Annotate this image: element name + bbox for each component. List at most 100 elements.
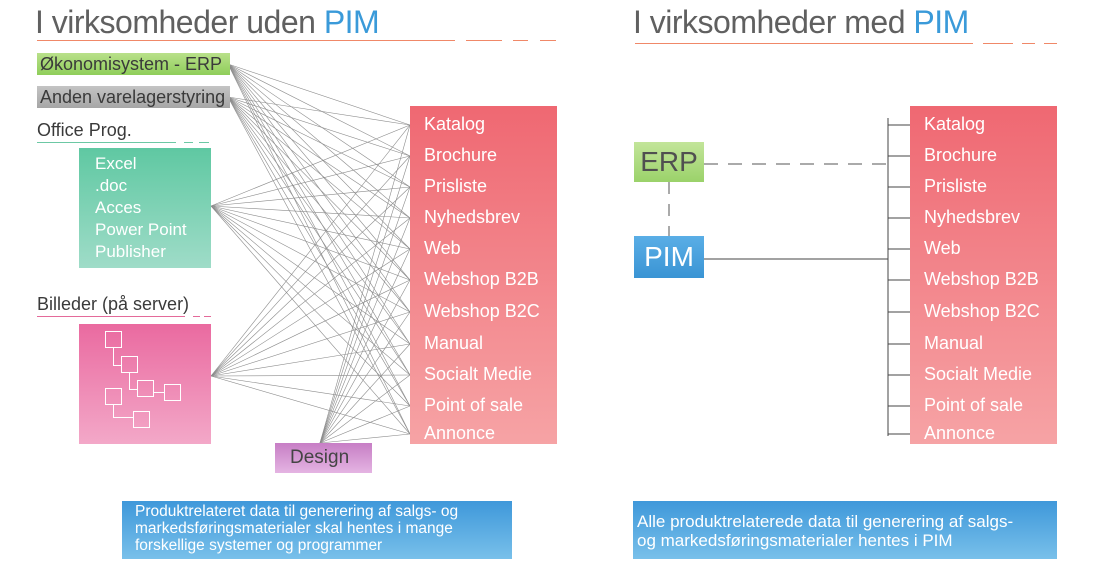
office-programs-box: Excel .doc Acces Power Point Publisher <box>79 148 211 268</box>
output-item: Webshop B2C <box>424 301 540 321</box>
connector-line <box>227 63 411 219</box>
office-item: Publisher <box>95 242 166 261</box>
connector-line <box>319 374 411 444</box>
connector-line <box>227 96 411 188</box>
connector-line <box>210 124 411 377</box>
connector-line <box>319 279 411 444</box>
connector-line <box>210 155 411 207</box>
right-title-dash <box>1044 43 1057 44</box>
right-title-dash <box>1022 43 1035 44</box>
connector-line <box>227 96 411 376</box>
design-box: Design <box>275 443 372 473</box>
connector-line <box>227 63 411 313</box>
output-item: Web <box>924 238 961 258</box>
office-label: Office Prog. <box>37 120 132 140</box>
pim-box: PIM <box>634 236 704 278</box>
connector-line <box>319 155 411 444</box>
right-title-underline <box>635 43 973 44</box>
office-underline-dash <box>184 142 193 143</box>
connector-line <box>210 124 411 207</box>
output-item: Brochure <box>424 145 498 165</box>
output-item: Web <box>424 238 461 258</box>
connector-line <box>227 63 411 435</box>
office-underline-dash <box>199 142 209 143</box>
connector-line <box>319 248 411 444</box>
right-note: Alle produktrelaterede data til genereri… <box>633 501 1057 559</box>
images-box <box>79 324 211 444</box>
output-item: Nyhedsbrev <box>424 207 521 227</box>
connector-line <box>210 205 411 345</box>
connector-line <box>227 63 411 345</box>
right-title-dash <box>983 43 1013 44</box>
left-title-accent: PIM <box>323 4 380 40</box>
office-item: Acces <box>95 198 142 217</box>
connector-line <box>210 248 411 377</box>
connector-line <box>227 96 411 219</box>
right-title-accent: PIM <box>913 4 969 40</box>
output-item: Prisliste <box>424 176 488 196</box>
connector-line <box>210 205 411 250</box>
left-note: Produktrelateret data til generering af … <box>122 501 512 559</box>
connector-line <box>210 205 411 281</box>
images-underline-dash <box>193 316 200 317</box>
office-item: Excel <box>95 154 137 173</box>
output-item: Socialt Medie <box>424 364 533 384</box>
output-item: Webshop B2B <box>924 269 1039 289</box>
connector-line <box>227 63 411 188</box>
connector-line <box>319 124 411 444</box>
left-title-dash <box>466 40 502 41</box>
images-label: Billeder (på server) <box>37 294 190 314</box>
left-title-underline <box>37 40 455 41</box>
right-note-line: Alle produktrelaterede data til genereri… <box>637 512 1014 531</box>
output-item: Annonce <box>924 423 996 443</box>
connector-line <box>319 343 411 444</box>
connector-line <box>210 186 411 207</box>
connector-line <box>210 205 411 407</box>
left-title-dash <box>540 40 556 41</box>
output-item: Manual <box>424 333 484 353</box>
connector-line <box>210 375 411 407</box>
connector-line <box>210 311 411 377</box>
output-item: Webshop B2C <box>924 301 1040 321</box>
connector-line <box>227 96 411 126</box>
connector-line <box>227 96 411 407</box>
output-item: Point of sale <box>924 395 1024 415</box>
connector-line <box>319 217 411 444</box>
connector-line <box>227 63 411 126</box>
images-underline <box>37 316 185 317</box>
output-item: Prisliste <box>924 176 988 196</box>
right-title: I virksomheder med PIM <box>633 4 969 40</box>
output-item: Nyhedsbrev <box>924 207 1021 227</box>
erp-box: ERP <box>634 142 704 182</box>
output-item: Katalog <box>424 114 486 134</box>
connector-line <box>210 279 411 377</box>
office-item: Power Point <box>95 220 187 239</box>
connector-line <box>210 343 411 377</box>
connector-line <box>210 205 411 435</box>
output-item: Brochure <box>924 145 998 165</box>
connector-line <box>210 186 411 377</box>
connector-line <box>227 96 411 281</box>
connector-line <box>227 96 411 313</box>
images-underline-dash <box>204 316 211 317</box>
connector-line <box>227 96 411 157</box>
output-item: Webshop B2B <box>424 269 539 289</box>
connector-line <box>227 63 411 281</box>
connector-line <box>210 155 411 377</box>
output-item: Socialt Medie <box>924 364 1033 384</box>
output-item: Katalog <box>924 114 986 134</box>
right-note-line: og markedsføringsmaterialer hentes i PIM <box>637 531 953 550</box>
connector-line <box>210 374 411 377</box>
connector-line <box>227 63 411 250</box>
connector-line <box>319 311 411 444</box>
inventory-system-chip: Anden varelagerstyring <box>37 86 230 108</box>
output-item: Annonce <box>424 423 496 443</box>
erp-system-chip: Økonomisystem - ERP <box>37 53 230 75</box>
connector-line <box>210 205 411 219</box>
left-title-dash <box>513 40 528 41</box>
connector-line <box>210 205 411 376</box>
office-underline <box>37 142 176 143</box>
